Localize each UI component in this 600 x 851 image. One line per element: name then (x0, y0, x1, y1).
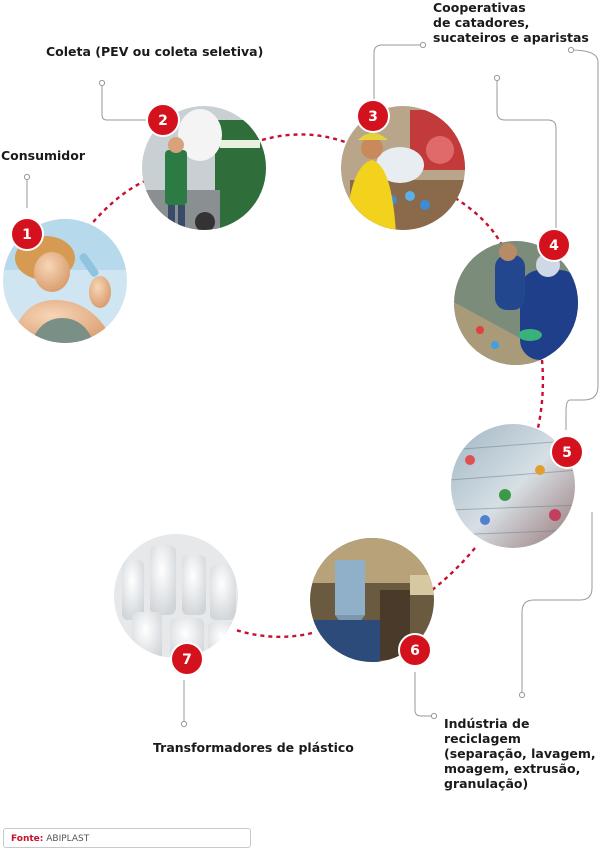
link-6-7 (236, 630, 312, 637)
step-badge-2: 2 (147, 104, 179, 136)
step-badge-6: 6 (399, 634, 431, 666)
step-number-4: 4 (549, 238, 559, 254)
step-badge-4: 4 (538, 229, 570, 261)
step-badge-7: 7 (171, 643, 203, 675)
source-value: ABIPLAST (46, 834, 89, 844)
step-badge-3: 3 (357, 100, 389, 132)
link-1-2 (88, 178, 152, 228)
connector-3 (374, 45, 423, 100)
link-4-5 (538, 360, 543, 428)
connector-endpoints (24, 42, 573, 726)
connector-6 (415, 672, 434, 716)
step-number-5: 5 (562, 445, 572, 461)
label-industria: Indústria de reciclagem (separação, lava… (444, 716, 600, 791)
label-cooperativas: Cooperativas de catadores, sucateiros e … (433, 0, 589, 45)
step-number-7: 7 (182, 652, 192, 668)
step-number-3: 3 (368, 109, 378, 125)
label-coleta: Coleta (PEV ou coleta seletiva) (46, 44, 263, 59)
step-number-1: 1 (22, 227, 32, 243)
connector-4 (497, 78, 556, 228)
source-key: Fonte: (11, 834, 43, 844)
link-3-4 (455, 198, 502, 245)
step-badge-1: 1 (11, 218, 43, 250)
link-5-6 (432, 548, 475, 590)
link-2-3 (262, 134, 345, 142)
connector-2 (102, 83, 150, 120)
connector-5 (566, 50, 598, 430)
step-number-2: 2 (158, 113, 168, 129)
label-transformadores: Transformadores de plástico (153, 740, 354, 755)
source-box: Fonte: ABIPLAST (3, 828, 251, 848)
step-number-6: 6 (410, 643, 420, 659)
label-consumidor: Consumidor (1, 148, 85, 163)
photo-plastic-products (112, 532, 242, 662)
step-badge-5: 5 (551, 436, 583, 468)
label-connectors (27, 45, 598, 722)
